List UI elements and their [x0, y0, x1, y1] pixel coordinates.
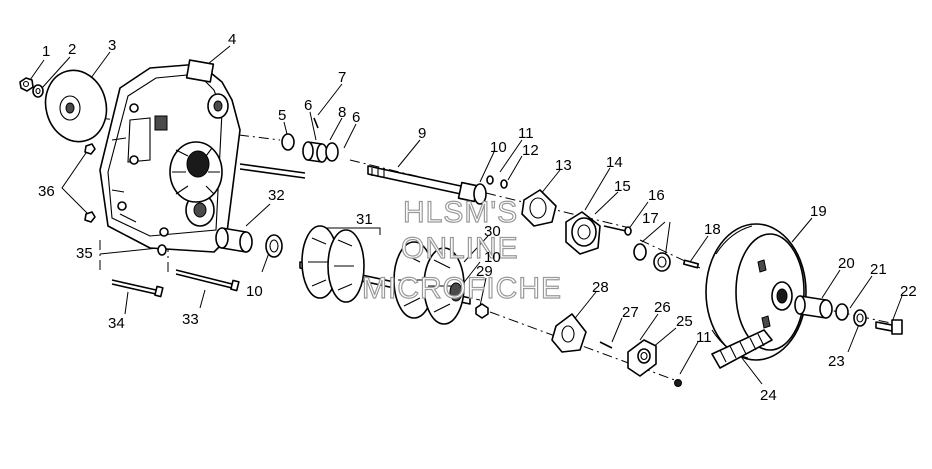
washer-small-part	[486, 175, 508, 189]
callout-23: 23	[828, 353, 845, 370]
callout-36: 36	[38, 183, 55, 200]
watermark: HLSM'S ONLINE MICROFICHE	[361, 195, 562, 305]
watermark-line1: HLSM'S	[403, 196, 518, 229]
callout-10a: 10	[490, 139, 507, 156]
end-nut-part	[674, 379, 682, 387]
callout-11b: 11	[696, 329, 712, 346]
callout-1: 1	[42, 43, 50, 60]
pulley-washer-part	[835, 303, 867, 327]
housing-nut-part	[84, 143, 96, 223]
callout-12: 12	[522, 142, 539, 159]
callout-17: 17	[642, 210, 659, 227]
callout-2: 2	[68, 41, 76, 58]
callout-31: 31	[356, 211, 373, 228]
callout-10b: 10	[484, 249, 501, 266]
callout-16: 16	[648, 187, 665, 204]
callout-20: 20	[838, 255, 855, 272]
callout-7: 7	[338, 69, 346, 86]
brake-disc-part	[44, 69, 108, 143]
callout-6b: 6	[352, 109, 360, 126]
callout-11a: 11	[518, 125, 534, 142]
callout-19: 19	[810, 203, 827, 220]
sprocket-left	[301, 225, 365, 303]
callout-26: 26	[654, 299, 671, 316]
callout-18: 18	[704, 221, 721, 238]
callout-13: 13	[555, 157, 572, 174]
driveshaft-part	[367, 165, 487, 205]
callout-24: 24	[760, 387, 777, 404]
callout-33: 33	[182, 311, 199, 328]
callout-8: 8	[338, 104, 346, 121]
watermark-line2: ONLINE	[401, 232, 519, 265]
driven-pulley-part	[705, 223, 807, 361]
callout-5: 5	[278, 107, 286, 124]
callout-30: 30	[484, 223, 501, 240]
callout-25: 25	[676, 313, 693, 330]
callout-34: 34	[108, 315, 125, 332]
drive-belt-part	[711, 329, 773, 369]
pulley-spacer-part	[794, 295, 833, 319]
lower-seal-part	[265, 234, 283, 258]
bearing-flange-part	[521, 189, 557, 227]
callout-27: 27	[622, 304, 639, 321]
callout-4: 4	[228, 31, 236, 48]
callout-15: 15	[614, 178, 631, 195]
nut-part	[19, 77, 34, 92]
callout-14: 14	[606, 154, 623, 171]
bearing-housing-part	[565, 211, 601, 255]
callout-35: 35	[76, 245, 93, 262]
callout-6: 6	[304, 97, 312, 114]
callout-labels: 1 2 3 4 5 6 7 8 6 9 10 11 12 13 14 15 16…	[38, 31, 917, 404]
callout-29: 29	[476, 263, 493, 280]
pulley-bolt-part	[875, 319, 903, 335]
chaincase-housing-part	[99, 59, 241, 253]
seal-ring-part	[157, 244, 167, 256]
callout-10c: 10	[246, 283, 263, 300]
flange-bolt-part	[603, 225, 632, 236]
washer-part	[32, 84, 44, 98]
track-driveshaft-part	[299, 225, 471, 325]
o-ring-part	[633, 243, 671, 272]
leader-lines	[29, 45, 903, 385]
track-shaft-nut-part	[475, 303, 489, 319]
lower-bearing-part	[215, 227, 253, 253]
tensioner-pin-part	[599, 341, 613, 349]
upper-bearing-stack	[239, 117, 339, 179]
sprocket-right	[393, 241, 465, 325]
callout-3: 3	[108, 37, 116, 54]
callout-22: 22	[900, 283, 917, 300]
bearing-plate-part	[551, 313, 587, 353]
callout-21: 21	[870, 261, 887, 278]
tensioner-block-part	[627, 339, 657, 377]
housing-bolt-part	[111, 269, 240, 298]
callout-32: 32	[268, 187, 285, 204]
shaft-key-part	[682, 259, 700, 269]
callout-28: 28	[592, 279, 609, 296]
callout-9: 9	[418, 125, 426, 142]
watermark-line3: MICROFICHE	[362, 272, 562, 305]
